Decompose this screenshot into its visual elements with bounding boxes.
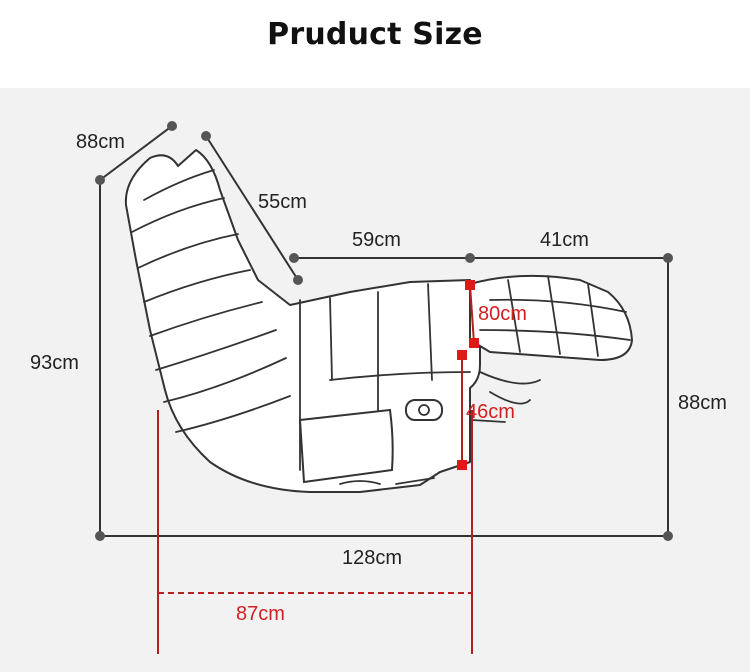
label-overall-height: 93cm — [30, 352, 79, 374]
armrest-height-line — [469, 284, 475, 344]
black-dimension-lines — [99, 125, 669, 537]
black-markers — [95, 121, 673, 541]
label-footrest-length: 41cm — [540, 229, 589, 251]
label-back-length: 55cm — [258, 191, 307, 213]
label-front-height: 88cm — [678, 392, 727, 414]
red-dimension-lines — [157, 284, 475, 654]
red-markers — [457, 280, 479, 470]
label-back-width: 88cm — [76, 131, 125, 153]
back-width-line — [99, 125, 173, 181]
label-seat-depth: 59cm — [352, 229, 401, 251]
label-armrest-height: 80cm — [478, 303, 527, 325]
label-total-length: 128cm — [342, 547, 402, 569]
chair-body — [124, 149, 481, 493]
label-seat-height: 46cm — [466, 401, 515, 423]
recline-lever-knob — [418, 404, 430, 416]
chair-details — [131, 169, 631, 485]
label-base-length: 87cm — [236, 603, 285, 625]
page-title: Pruduct Size — [267, 16, 483, 52]
header: Pruduct Size — [0, 0, 750, 88]
chair-side-pocket — [298, 408, 394, 484]
back-length-line — [205, 135, 299, 281]
